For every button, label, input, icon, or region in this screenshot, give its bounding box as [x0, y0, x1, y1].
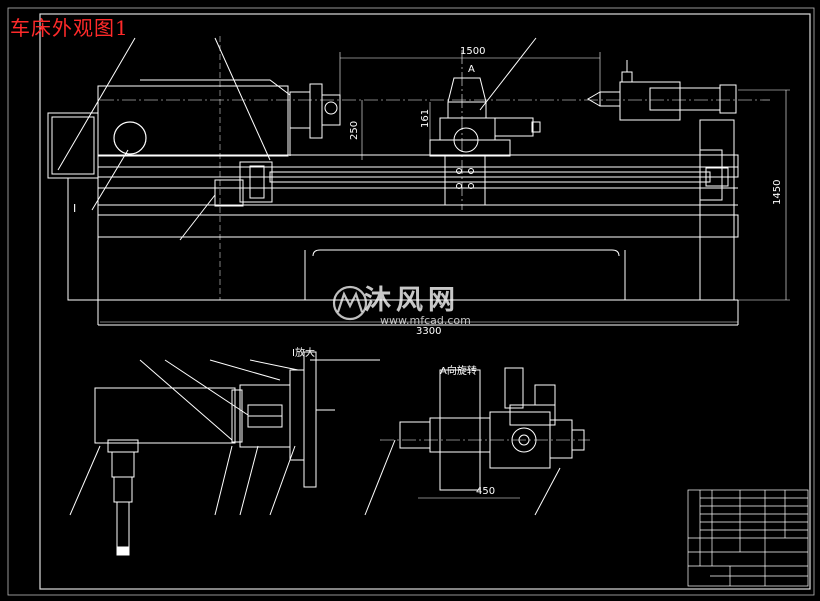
inner-frame — [39, 13, 811, 590]
detail-I-view — [69, 351, 380, 556]
dimension-top-width: 1500 — [460, 46, 486, 57]
drawing-title: 车床外观图1 — [10, 16, 129, 40]
detail-I-marker: I — [73, 202, 77, 215]
dimension-post-height: 161 — [420, 108, 431, 128]
dimension-detail-width: 450 — [476, 486, 496, 497]
detail-I-title: I放大 — [292, 348, 315, 359]
watermark: 沐风网 www.mfcad.com — [322, 278, 494, 342]
view-A-rotated — [364, 367, 590, 516]
watermark-logo-icon — [332, 285, 368, 321]
dimension-overall-length: 3300 — [416, 326, 442, 337]
watermark-url: www.mfcad.com — [380, 314, 471, 327]
dimension-overall-height: 1450 — [772, 179, 783, 205]
section-A-marker: A — [468, 64, 475, 75]
view-A-title: A向旋转 — [440, 366, 477, 377]
dimension-spindle-height: 250 — [349, 120, 360, 140]
title-block — [687, 489, 809, 587]
watermark-text: 沐风网 — [364, 285, 460, 316]
outer-frame — [7, 7, 815, 596]
lathe-main-view — [47, 36, 790, 326]
